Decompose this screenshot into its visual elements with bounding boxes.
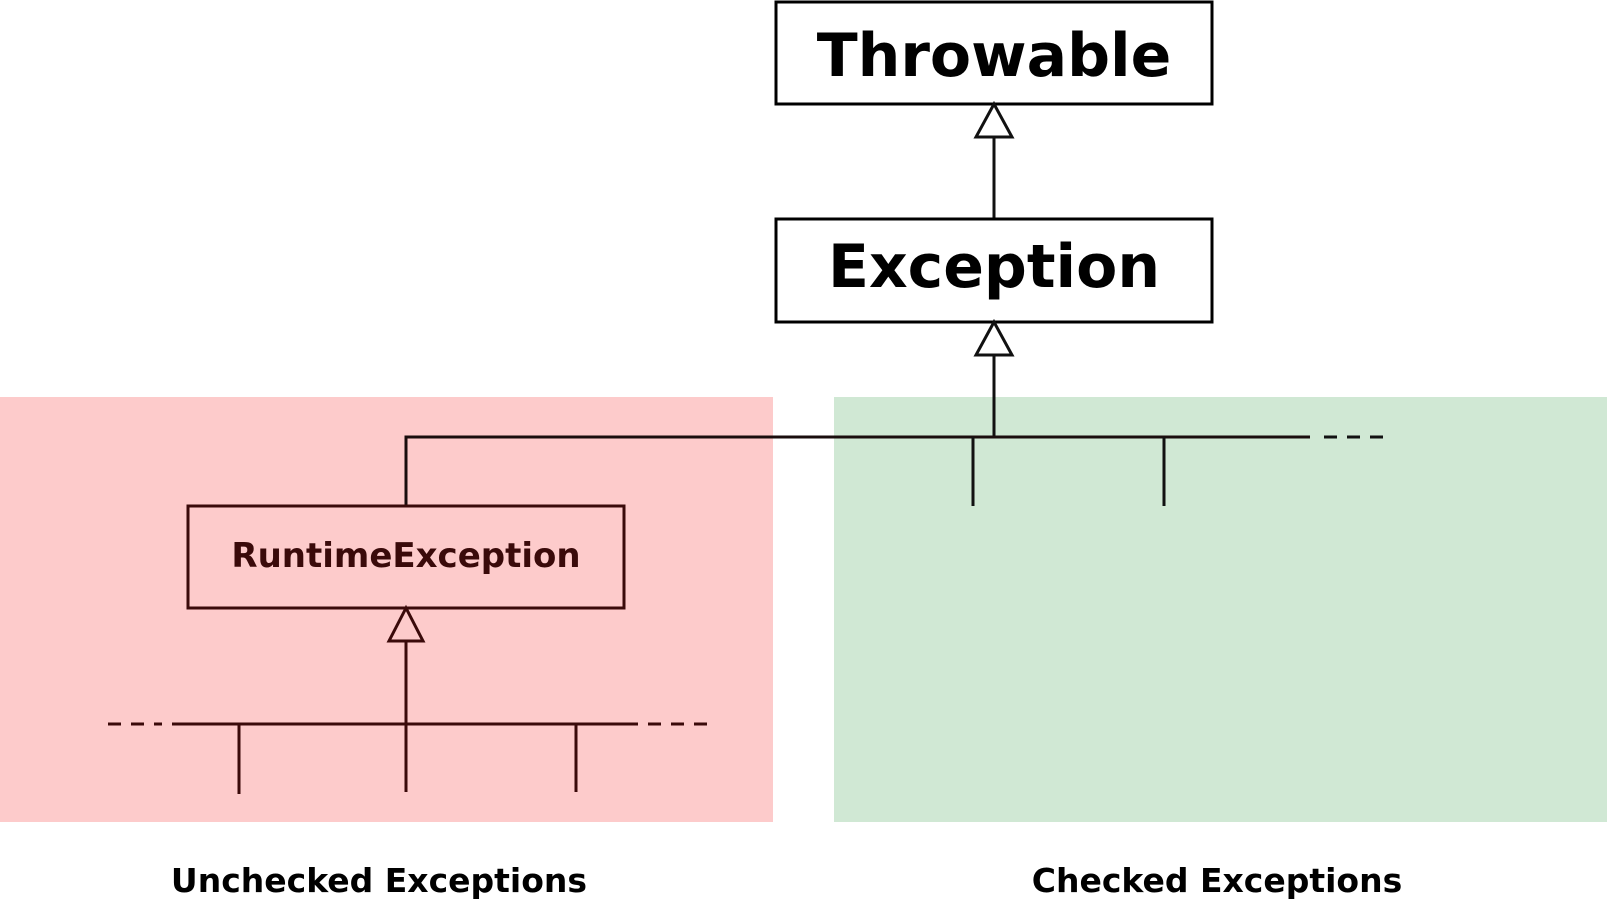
throwable-label: Throwable — [817, 21, 1172, 91]
exception-subclass-bus — [404, 435, 1384, 506]
inheritance-triangle-icon — [973, 318, 1015, 357]
exception-node: Exception — [774, 217, 1214, 324]
checked-region-label: Checked Exceptions — [1032, 861, 1403, 900]
exception-label: Exception — [828, 232, 1160, 302]
inheritance-triangle-icon — [973, 100, 1015, 139]
unchecked-region-label: Unchecked Exceptions — [171, 861, 587, 900]
inheritance-triangle-icon — [386, 604, 426, 643]
runtime-exception-subclass-bus — [108, 722, 708, 794]
runtime-exception-node: RuntimeException — [186, 504, 626, 610]
subclasses-to-exception-arrow — [973, 318, 1015, 437]
runtime-exception-label: RuntimeException — [231, 536, 580, 576]
subclasses-to-runtime-exception-arrow — [386, 604, 426, 724]
checked-region — [834, 397, 1607, 822]
exception-to-throwable-arrow — [973, 100, 1015, 219]
throwable-box — [774, 0, 1214, 106]
throwable-node: Throwable — [774, 0, 1214, 106]
